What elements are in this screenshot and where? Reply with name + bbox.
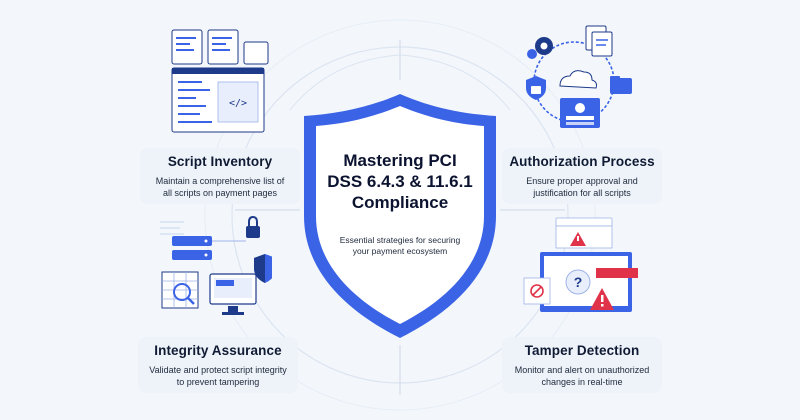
authorization-process-title: Authorization Process bbox=[509, 154, 655, 169]
page-title: Mastering PCI DSS 6.4.3 & 11.6.1 Complia… bbox=[327, 151, 473, 212]
server-shield-icon bbox=[160, 215, 272, 315]
integrity-assurance-title: Integrity Assurance bbox=[154, 343, 282, 358]
script-inventory-description: Maintain a comprehensive list of all scr… bbox=[155, 176, 285, 198]
warning-monitor-icon: ? bbox=[523, 217, 638, 312]
tamper-detection-card: Tamper Detection Monitor and alert on un… bbox=[502, 337, 662, 393]
center-text-block: Mastering PCI DSS 6.4.3 & 11.6.1 Complia… bbox=[318, 150, 482, 257]
document-stack-icon: </> bbox=[171, 29, 269, 133]
integrity-assurance-description: Validate and protect script integrity to… bbox=[149, 365, 287, 387]
authorization-process-description: Ensure proper approval and justification… bbox=[526, 176, 638, 198]
page-subtitle: Essential strategies for securing your p… bbox=[339, 235, 461, 256]
authorization-network-icon bbox=[526, 25, 632, 128]
tamper-detection-title: Tamper Detection bbox=[524, 343, 640, 358]
svg-text:?: ? bbox=[574, 274, 583, 290]
authorization-process-card: Authorization Process Ensure proper appr… bbox=[502, 148, 662, 204]
shield-icon bbox=[304, 94, 496, 338]
tamper-detection-description: Monitor and alert on unauthorized change… bbox=[514, 365, 650, 387]
script-inventory-card: Script Inventory Maintain a comprehensiv… bbox=[140, 148, 300, 204]
script-inventory-title: Script Inventory bbox=[167, 154, 273, 169]
integrity-assurance-card: Integrity Assurance Validate and protect… bbox=[138, 337, 298, 393]
svg-text:</>: </> bbox=[229, 98, 247, 109]
